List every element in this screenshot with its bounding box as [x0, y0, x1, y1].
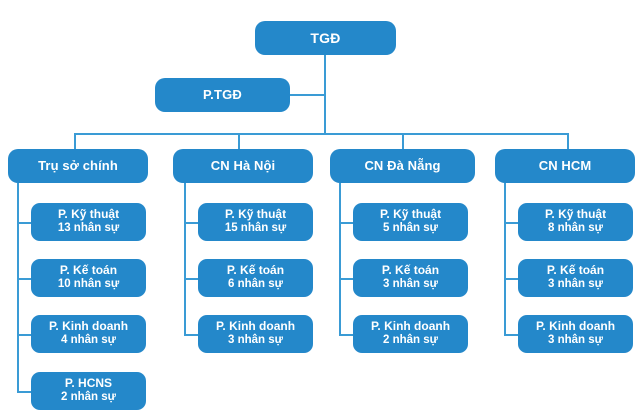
- node-deputy[interactable]: P.TGĐ: [155, 78, 290, 112]
- department-headcount: 3 nhân sự: [548, 334, 603, 347]
- department-name: P. Kỹ thuật: [379, 207, 442, 222]
- department-name: P. Kế toán: [381, 263, 440, 278]
- node-branch-cn-hcm[interactable]: CN HCM: [495, 149, 635, 183]
- connector-col4-stub-1: [504, 222, 518, 224]
- department-headcount: 15 nhân sự: [224, 222, 287, 235]
- connector-col3-stub-3: [339, 334, 353, 336]
- node-branch-label: CN HCM: [538, 157, 592, 173]
- department-name: P. Kỹ thuật: [544, 207, 607, 222]
- node-department[interactable]: P. Kỹ thuật 8 nhân sự: [518, 203, 633, 241]
- department-headcount: 8 nhân sự: [548, 222, 603, 235]
- connector-col2-stub-1: [184, 222, 198, 224]
- node-department[interactable]: P. Kỹ thuật 13 nhân sự: [31, 203, 146, 241]
- node-branch-cn-ha-noi[interactable]: CN Hà Nội: [173, 149, 313, 183]
- node-department[interactable]: P. Kỹ thuật 5 nhân sự: [353, 203, 468, 241]
- department-headcount: 5 nhân sự: [383, 222, 438, 235]
- department-name: P. Kỹ thuật: [57, 207, 120, 222]
- node-ceo[interactable]: TGĐ: [255, 21, 396, 55]
- connector-col1-stub-4: [17, 391, 31, 393]
- department-headcount: 3 nhân sự: [228, 334, 283, 347]
- node-branch-label: CN Đà Nẵng: [364, 157, 441, 173]
- department-headcount: 6 nhân sự: [228, 278, 283, 291]
- node-department[interactable]: P. Kế toán 10 nhân sự: [31, 259, 146, 297]
- node-branch-label: Trụ sở chính: [38, 157, 118, 173]
- node-deputy-label: P.TGĐ: [202, 86, 243, 102]
- connector-col2-stub-3: [184, 334, 198, 336]
- department-headcount: 2 nhân sự: [383, 334, 438, 347]
- node-ceo-label: TGĐ: [310, 29, 341, 46]
- node-branch-cn-da-nang[interactable]: CN Đà Nẵng: [330, 149, 475, 183]
- connector-branch-drop-2: [238, 133, 240, 149]
- department-name: P. HCNS: [64, 376, 113, 391]
- department-name: P. Kinh doanh: [370, 319, 451, 334]
- connector-col3-spine: [339, 183, 341, 336]
- node-branch-tru-so-chinh[interactable]: Trụ sở chính: [8, 149, 148, 183]
- connector-col1-spine: [17, 183, 19, 393]
- node-department[interactable]: P. Kỹ thuật 15 nhân sự: [198, 203, 313, 241]
- node-department[interactable]: P. Kế toán 3 nhân sự: [353, 259, 468, 297]
- connector-deputy-stub: [290, 94, 326, 96]
- node-department[interactable]: P. Kinh doanh 3 nhân sự: [198, 315, 313, 353]
- connector-col1-stub-3: [17, 334, 31, 336]
- node-department[interactable]: P. Kinh doanh 4 nhân sự: [31, 315, 146, 353]
- connector-branch-drop-3: [402, 133, 404, 149]
- department-name: P. Kế toán: [546, 263, 605, 278]
- department-name: P. Kế toán: [59, 263, 118, 278]
- department-name: P. Kinh doanh: [535, 319, 616, 334]
- connector-col4-spine: [504, 183, 506, 336]
- connector-col2-spine: [184, 183, 186, 336]
- connector-col4-stub-2: [504, 278, 518, 280]
- department-name: P. Kinh doanh: [48, 319, 129, 334]
- department-headcount: 2 nhân sự: [61, 391, 116, 404]
- connector-col1-stub-2: [17, 278, 31, 280]
- department-headcount: 13 nhân sự: [57, 222, 120, 235]
- department-headcount: 4 nhân sự: [61, 334, 116, 347]
- department-name: P. Kinh doanh: [215, 319, 296, 334]
- connector-branch-drop-4: [567, 133, 569, 149]
- node-branch-label: CN Hà Nội: [210, 157, 276, 173]
- department-headcount: 3 nhân sự: [548, 278, 603, 291]
- connector-col4-stub-3: [504, 334, 518, 336]
- node-department[interactable]: P. Kế toán 6 nhân sự: [198, 259, 313, 297]
- node-department[interactable]: P. HCNS 2 nhân sự: [31, 372, 146, 410]
- connector-col2-stub-2: [184, 278, 198, 280]
- department-name: P. Kế toán: [226, 263, 285, 278]
- connector-branch-bus: [74, 133, 569, 135]
- department-headcount: 3 nhân sự: [383, 278, 438, 291]
- department-headcount: 10 nhân sự: [57, 278, 120, 291]
- department-name: P. Kỹ thuật: [224, 207, 287, 222]
- connector-branch-drop-1: [74, 133, 76, 149]
- connector-col3-stub-1: [339, 222, 353, 224]
- node-department[interactable]: P. Kinh doanh 3 nhân sự: [518, 315, 633, 353]
- node-department[interactable]: P. Kế toán 3 nhân sự: [518, 259, 633, 297]
- node-department[interactable]: P. Kinh doanh 2 nhân sự: [353, 315, 468, 353]
- connector-col3-stub-2: [339, 278, 353, 280]
- connector-col1-stub-1: [17, 222, 31, 224]
